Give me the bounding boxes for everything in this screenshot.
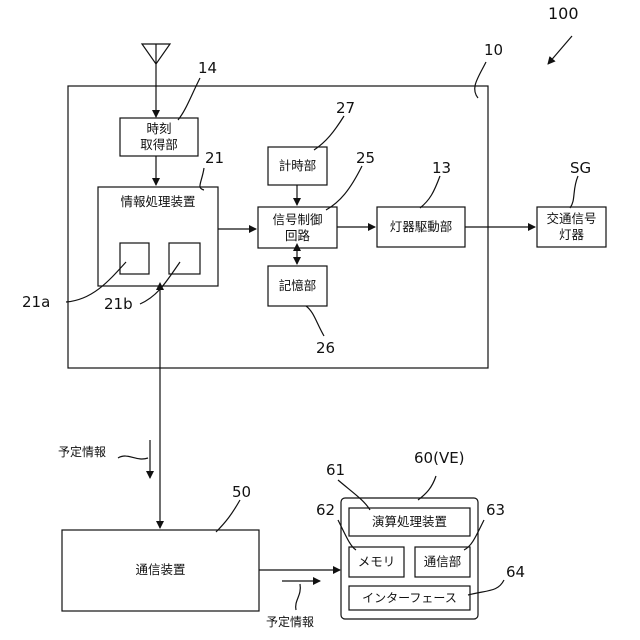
vehicle-ref-label: 60(VE) [414,450,465,466]
leader-100 [548,36,572,64]
signal-control-label: 信号制御回路 [258,212,337,244]
time-unit-ref-label: 14 [198,60,217,76]
arith-processor-label: 演算処理装置 [349,514,470,530]
info-processor-ref-label: 21 [205,150,224,166]
arith-processor-ref-label: 61 [326,462,345,478]
signal-control-ref-label: 25 [356,150,375,166]
schedule-info-lower-label: 予定情報 [266,614,314,630]
lamp-driver-label: 灯器駆動部 [377,219,465,235]
leader-sg [570,176,578,208]
comm-unit-ref-label: 63 [486,502,505,518]
comm-device-ref-label: 50 [232,484,251,500]
comm-unit-label: 通信部 [415,554,470,570]
device-ref-label: 10 [484,42,503,58]
schedule-leader-lower [296,584,301,610]
memory-unit-ref-label: 26 [316,340,335,356]
traffic-signal-label: 交通信号灯器 [537,211,606,243]
leader-13 [420,176,440,208]
memory-ref-label: 62 [316,502,335,518]
sub-box-21a [120,243,149,274]
figure-ref-label: 100 [548,6,579,22]
time-unit-label: 時刻取得部 [120,121,198,153]
interface-ref-label: 64 [506,564,525,580]
clock-ref-label: 27 [336,100,355,116]
leader-25 [326,166,362,210]
leader-60 [418,476,436,500]
leader-64 [468,580,504,595]
lamp-driver-ref-label: 13 [432,160,451,176]
info-processor-label: 情報処理装置 [98,194,218,210]
interface-label: インターフェース [349,590,470,606]
leader-14 [178,78,200,120]
traffic-signal-ref-label: SG [570,160,591,176]
leader-27 [314,116,344,150]
sub-b-ref-label: 21b [104,296,133,312]
sub-box-21b [169,243,200,274]
memory-label: メモリ [349,554,404,570]
leader-10 [475,62,486,98]
memory-unit-label: 記憶部 [268,278,327,294]
schedule-leader-upper [118,456,148,459]
leader-50 [216,500,240,532]
sub-a-ref-label: 21a [22,294,50,310]
schedule-info-upper-label: 予定情報 [58,444,106,460]
leader-61 [338,480,370,510]
comm-device-label: 通信装置 [62,562,259,578]
leader-26 [306,306,324,336]
clock-label: 計時部 [268,158,327,174]
